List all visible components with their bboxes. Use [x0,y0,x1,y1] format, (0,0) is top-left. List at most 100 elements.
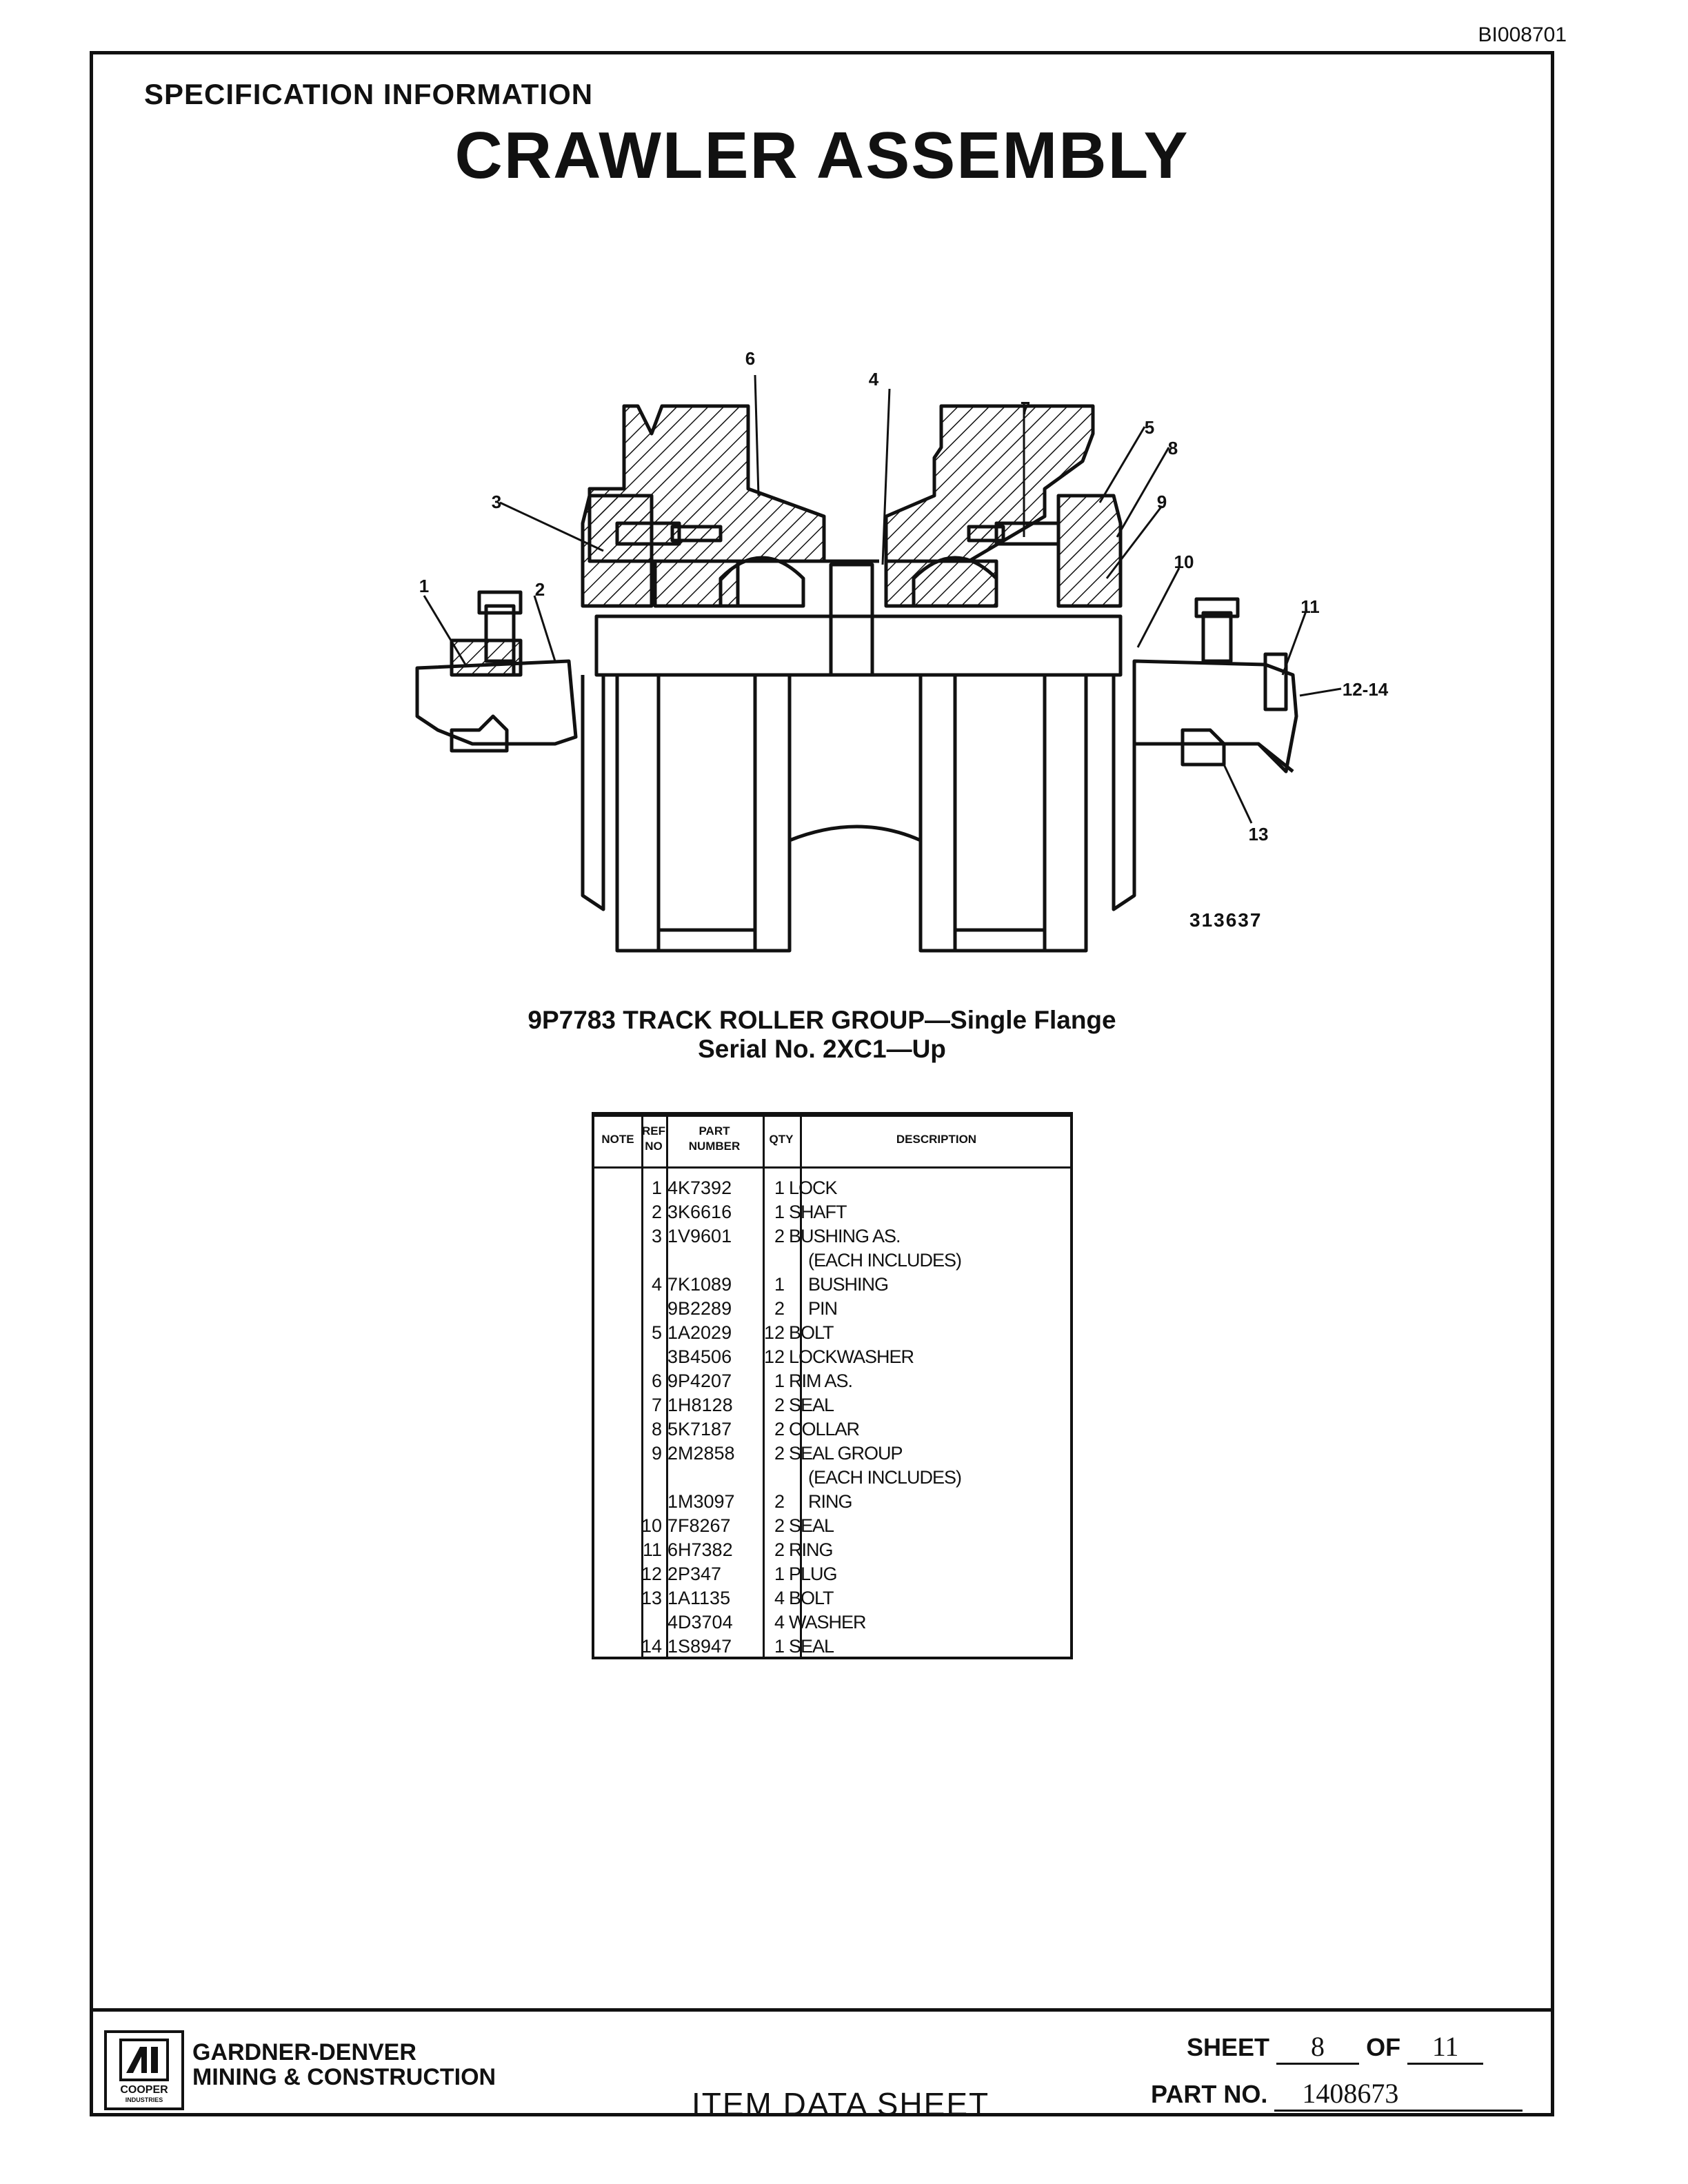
description-cell: COLLAR [789,1419,860,1439]
sheet-label: SHEET [1187,2033,1270,2061]
document-id: BI008701 [1478,23,1567,46]
part-number-value: 1408673 [1274,2077,1523,2112]
qty-cell: 2 [774,1539,785,1560]
callout-4: 4 [869,369,879,390]
table-divider [666,1117,668,1657]
parts-table: NOTE REF NO PART NUMBER QTY DESCRIPTION … [592,1112,1073,1659]
callout-12-14: 12-14 [1343,679,1389,700]
description-cell: RIM AS. [789,1371,853,1391]
cooper-logo-icon [119,2039,169,2081]
callout-13: 13 [1249,824,1269,845]
part-number-cell: 7F8267 [667,1515,731,1536]
qty-cell: 2 [774,1226,785,1246]
description-cell: WASHER [789,1612,867,1632]
ref-cell: 3 [651,1226,662,1246]
ref-cell: 7 [651,1395,662,1415]
qty-cell: 12 [763,1346,785,1367]
ref-cell: 1 [651,1177,662,1198]
qty-cell: 2 [774,1443,785,1464]
part-number-cell: 7K1089 [667,1274,732,1295]
logo-text-top: COOPER [120,2084,168,2096]
header-ref: REF NO [642,1124,665,1153]
qty-cell: 1 [774,1564,785,1584]
part-number-cell: 5K7187 [667,1419,732,1439]
callout-2: 2 [535,579,545,600]
part-number-cell: 3B4506 [667,1346,732,1367]
qty-cell: 4 [774,1612,785,1632]
ref-cell: 4 [651,1274,662,1295]
qty-cell: 1 [774,1274,785,1295]
table-divider [641,1117,643,1657]
ref-cell: 9 [651,1443,662,1464]
description-cell: RING [808,1491,852,1512]
description-cell: BUSHING AS. [789,1226,901,1246]
callout-10: 10 [1174,552,1194,572]
description-cell: (EACH INCLUDES) [808,1250,962,1271]
track-roller-drawing: 6 4 7 5 8 9 10 11 12-14 13 3 1 2 [415,348,1389,953]
header-description: DESCRIPTION [896,1133,977,1146]
qty-cell: 2 [774,1395,785,1415]
callout-3: 3 [492,492,501,512]
part-number-cell: 6H7382 [667,1539,733,1560]
part-number-cell: 4D3704 [667,1612,733,1632]
description-cell: BOLT [789,1322,834,1343]
part-number-cell: 9B2289 [667,1298,732,1319]
part-number-cell: 1H8128 [667,1395,733,1415]
qty-cell: 1 [774,1636,785,1657]
table-divider [763,1117,765,1657]
description-cell: SEAL GROUP [789,1443,903,1464]
qty-cell: 1 [774,1177,785,1198]
description-cell: BOLT [789,1588,834,1608]
part-number-cell: 1S8947 [667,1636,732,1657]
ref-cell: 13 [641,1588,662,1608]
header-note: NOTE [601,1133,634,1146]
table-header-rule [594,1166,1070,1169]
document-type: ITEM DATA SHEET [692,2086,990,2122]
sheet-number: 8 [1276,2030,1360,2065]
description-cell: SHAFT [789,1202,847,1222]
qty-cell: 1 [774,1371,785,1391]
ref-cell: 12 [641,1564,662,1584]
qty-cell: 2 [774,1515,785,1536]
part-number-cell: 3K6616 [667,1202,732,1222]
part-number-cell: 1A1135 [667,1588,731,1608]
description-cell: (EACH INCLUDES) [808,1467,962,1488]
part-number-cell: 9P4207 [667,1371,732,1391]
callout-1: 1 [419,576,429,596]
part-number-cell: 4K7392 [667,1177,732,1198]
callout-8: 8 [1168,438,1178,458]
ref-cell: 8 [651,1419,662,1439]
sheet-total: 11 [1407,2030,1484,2065]
table-divider [800,1117,802,1657]
description-cell: PIN [808,1298,838,1319]
qty-cell: 2 [774,1491,785,1512]
group-title: 9P7783 TRACK ROLLER GROUP—Single Flange [528,1006,1116,1034]
figure-number: 313637 [1189,909,1263,931]
header-qty: QTY [769,1133,794,1146]
ref-cell: 10 [641,1515,662,1536]
ref-cell: 14 [641,1636,662,1657]
description-cell: SEAL [789,1395,834,1415]
description-cell: PLUG [789,1564,838,1584]
group-serial: Serial No. 2XC1—Up [698,1035,946,1063]
callout-11: 11 [1300,596,1320,617]
document-frame: SPECIFICATION INFORMATION CRAWLER ASSEMB… [90,51,1554,2122]
ref-cell: 6 [651,1371,662,1391]
description-cell: SEAL [789,1636,834,1657]
description-cell: SEAL [789,1515,834,1536]
